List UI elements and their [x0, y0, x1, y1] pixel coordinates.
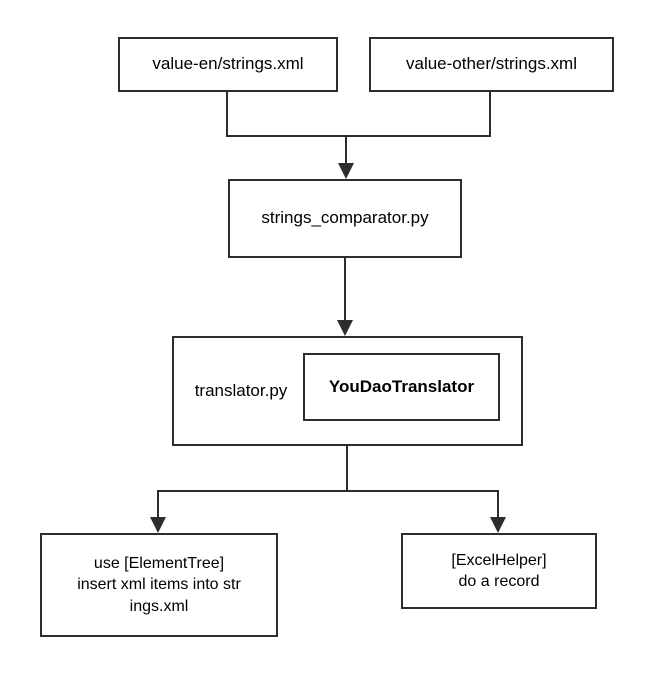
connector-line	[226, 92, 228, 137]
connector-line	[344, 258, 346, 321]
connector-line	[157, 490, 499, 492]
node-strings-comparator: strings_comparator.py	[228, 179, 462, 258]
node-label-line: insert xml items into str	[77, 576, 241, 594]
connector-line	[497, 490, 499, 518]
node-value-other-strings: value-other/strings.xml	[369, 37, 614, 92]
node-label-line: use [ElementTree]	[93, 555, 225, 573]
connector-line	[489, 92, 491, 137]
node-label: translator.py	[194, 380, 288, 400]
node-youdao-translator: YouDaoTranslator	[303, 353, 500, 421]
arrow-down-icon	[337, 320, 353, 336]
node-translator: translator.py YouDaoTranslator	[172, 336, 523, 446]
node-label: YouDaoTranslator	[328, 376, 475, 396]
node-value-en-strings: value-en/strings.xml	[118, 37, 338, 92]
node-label-line: ings.xml	[129, 597, 189, 615]
connector-line	[157, 490, 159, 518]
arrow-down-icon	[150, 517, 166, 533]
connector-line	[345, 135, 347, 164]
node-label: strings_comparator.py	[261, 208, 429, 228]
connector-line	[346, 446, 348, 492]
node-label: value-en/strings.xml	[152, 54, 304, 74]
arrow-down-icon	[490, 517, 506, 533]
node-label: value-other/strings.xml	[405, 54, 577, 74]
node-label-line: [ExcelHelper]	[451, 551, 547, 569]
arrow-down-icon	[338, 163, 354, 179]
node-label-line: do a record	[458, 573, 540, 590]
node-excelhelper-record: [ExcelHelper] do a record	[401, 533, 597, 609]
connector-line	[226, 135, 491, 137]
node-elementtree-insert: use [ElementTree] insert xml items into …	[40, 533, 278, 637]
